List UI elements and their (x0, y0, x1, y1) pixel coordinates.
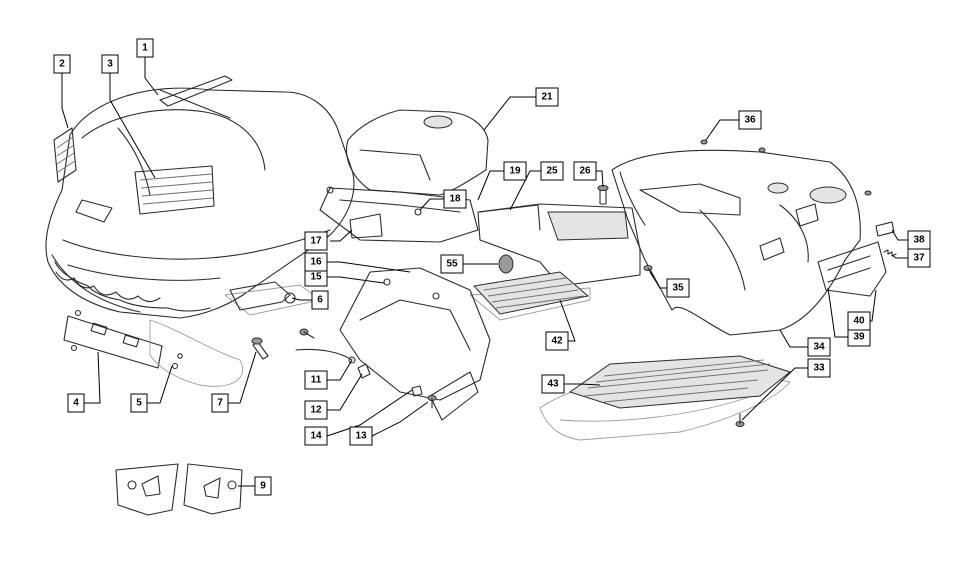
floor-mat (568, 355, 792, 409)
callout-9: 9 (254, 476, 272, 496)
svg-text:34: 34 (813, 342, 825, 353)
svg-text:21: 21 (541, 92, 553, 103)
svg-text:9: 9 (260, 481, 266, 492)
dash-frame (319, 186, 479, 243)
svg-text:55: 55 (446, 259, 458, 270)
callout-36: 36 (738, 110, 762, 130)
lever-11 (295, 348, 356, 364)
svg-text:11: 11 (311, 375, 322, 386)
svg-text:40: 40 (853, 316, 865, 327)
spring-37 (883, 249, 897, 257)
callout-26: 26 (573, 161, 597, 181)
svg-text:12: 12 (310, 405, 322, 416)
svg-text:15: 15 (310, 272, 322, 283)
screws-36 (700, 139, 872, 196)
callout-25: 25 (540, 161, 564, 181)
front-grille (53, 127, 77, 183)
bolt-7 (251, 337, 269, 360)
callout-13: 13 (349, 426, 373, 446)
callout-33: 33 (807, 358, 831, 378)
callout-11: 11 (304, 370, 328, 390)
clip-38 (875, 221, 895, 237)
svg-text:5: 5 (136, 398, 142, 409)
callout-19: 19 (503, 161, 527, 181)
svg-text:7: 7 (217, 398, 223, 409)
svg-text:3: 3 (107, 59, 113, 70)
svg-text:4: 4 (73, 398, 79, 409)
callout-6: 6 (311, 290, 329, 310)
decal-left (115, 463, 179, 516)
svg-text:26: 26 (579, 166, 591, 177)
callout-labels: 1 2 3 4 5 6 7 9 (53, 38, 931, 496)
bolt-26 (597, 185, 609, 205)
knob-55 (498, 254, 514, 274)
callout-14: 14 (304, 426, 328, 446)
svg-text:19: 19 (509, 166, 521, 177)
rear-fender (611, 149, 861, 336)
callout-39: 39 (847, 327, 871, 347)
callout-4: 4 (67, 393, 85, 413)
callout-12: 12 (304, 400, 328, 420)
callout-34: 34 (807, 337, 831, 357)
leader-lines (61, 57, 908, 487)
clip-12 (357, 363, 371, 379)
svg-text:39: 39 (853, 332, 865, 343)
engine-hood (45, 75, 355, 319)
svg-text:18: 18 (449, 194, 461, 205)
callout-18: 18 (443, 189, 467, 209)
callout-55: 55 (440, 254, 464, 274)
svg-text:14: 14 (310, 431, 322, 442)
footwell-panel (339, 267, 491, 421)
bolt-13 (427, 395, 437, 409)
rear-bracket (817, 241, 887, 297)
callout-17: 17 (304, 231, 328, 251)
svg-text:13: 13 (355, 431, 367, 442)
bolt-33 (735, 413, 745, 427)
dash-cover (346, 109, 489, 196)
svg-text:38: 38 (913, 235, 925, 246)
svg-text:42: 42 (551, 336, 563, 347)
svg-text:43: 43 (547, 379, 559, 390)
clip-14 (411, 385, 423, 397)
svg-text:1: 1 (142, 43, 148, 54)
svg-text:37: 37 (913, 253, 925, 264)
svg-text:2: 2 (59, 59, 65, 70)
callout-42: 42 (545, 331, 569, 351)
svg-text:6: 6 (317, 295, 323, 306)
front-plate (63, 309, 183, 370)
callout-40: 40 (847, 311, 871, 331)
callout-43: 43 (541, 374, 565, 394)
callout-5: 5 (130, 393, 148, 413)
decal-right (183, 463, 243, 515)
svg-text:36: 36 (744, 115, 756, 126)
callout-1: 1 (136, 38, 154, 58)
callout-2: 2 (53, 54, 71, 74)
svg-text:17: 17 (310, 236, 322, 247)
svg-text:16: 16 (310, 257, 322, 268)
callout-21: 21 (535, 87, 559, 107)
storage-tray (477, 203, 641, 287)
callout-35: 35 (666, 278, 690, 298)
callout-3: 3 (101, 54, 119, 74)
svg-text:35: 35 (672, 283, 684, 294)
bolt-small (299, 328, 315, 339)
callout-16: 16 (304, 252, 328, 272)
callout-37: 37 (907, 248, 931, 268)
callout-38: 38 (907, 230, 931, 250)
bracket-6 (229, 281, 296, 311)
step-plate (472, 271, 590, 315)
svg-text:33: 33 (813, 363, 825, 374)
parts-layer (45, 75, 897, 516)
callout-7: 7 (211, 393, 229, 413)
svg-text:25: 25 (546, 166, 558, 177)
